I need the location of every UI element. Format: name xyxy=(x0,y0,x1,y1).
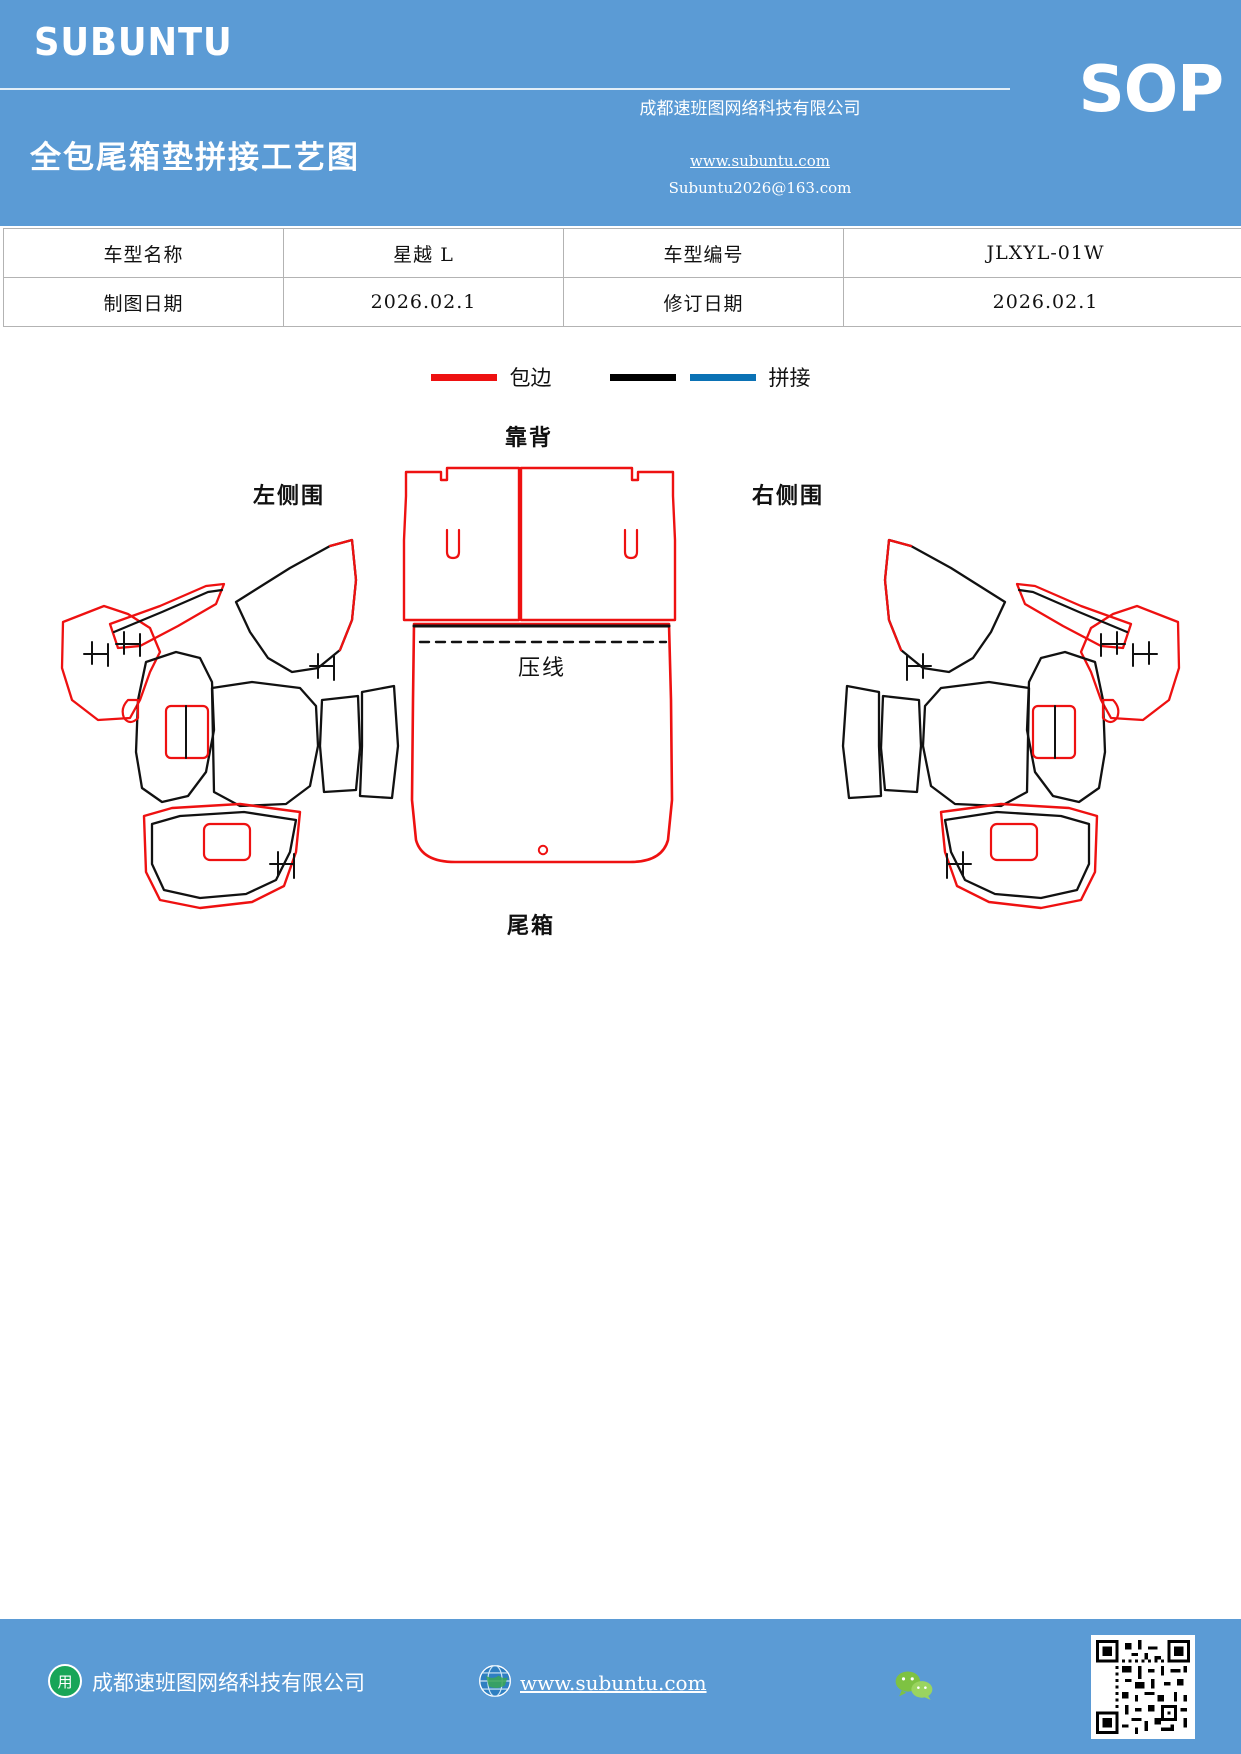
left-bracket-mark-2 xyxy=(115,631,141,657)
legend-swatch-black-icon xyxy=(609,373,676,381)
diagram-label-backrest: 靠背 xyxy=(505,425,554,451)
right-trapezoid-1 xyxy=(879,694,923,794)
right-lower-panel-inner xyxy=(943,810,1091,900)
left-side-assembly xyxy=(60,538,400,910)
trunk-mat-outline xyxy=(410,622,674,864)
left-small-tab xyxy=(121,698,140,724)
right-small-tab xyxy=(1101,698,1120,724)
qr-code xyxy=(1091,1635,1195,1739)
right-bracket-mark-4 xyxy=(946,851,972,879)
globe-icon xyxy=(479,1665,511,1697)
left-mid-panel xyxy=(210,680,320,808)
left-outer-panel xyxy=(60,604,162,722)
wechat-icon xyxy=(895,1671,933,1700)
revision-date-label: 修订日期 xyxy=(563,277,844,327)
legend-item-binding: 包边 xyxy=(430,362,552,392)
brand-logo: SUBUNTU xyxy=(34,20,233,64)
right-bracket-mark-1 xyxy=(1132,641,1158,667)
left-upper-strip-trim xyxy=(112,588,224,634)
legend-label-splice: 拼接 xyxy=(768,366,811,390)
right-curved-panel-a-edge xyxy=(883,538,913,652)
right-upper-strip xyxy=(1015,582,1133,650)
page-footer: 用 成都速班图网络科技有限公司 www.subuntu.com xyxy=(0,1619,1241,1754)
model-code-value: JLXYL-01W xyxy=(843,228,1241,278)
backrest-buckle-right xyxy=(623,528,639,560)
right-lower-panel xyxy=(939,802,1099,910)
technical-drawing: 靠背 左侧围 右侧围 压线 尾箱 xyxy=(0,400,1241,980)
legend-item-splice: 拼接 xyxy=(609,362,811,392)
model-name-label: 车型名称 xyxy=(3,228,284,278)
page-header: SUBUNTU 成都速班图网络科技有限公司 全包尾箱垫拼接工艺图 SOP www… xyxy=(0,0,1241,226)
right-inner-band xyxy=(1025,650,1107,804)
vehicle-info-table: 车型名称 星越 L 车型编号 JLXYL-01W 制图日期 2026.02.1 … xyxy=(3,228,1241,327)
model-name-value: 星越 L xyxy=(283,228,564,278)
diagram-label-left-side: 左侧围 xyxy=(253,483,326,509)
left-inner-band xyxy=(134,650,216,804)
right-lower-detail-square xyxy=(989,822,1039,862)
legend-swatch-blue-icon xyxy=(689,373,756,381)
legend-label-binding: 包边 xyxy=(509,366,552,390)
footer-website-link[interactable]: www.subuntu.com xyxy=(520,1671,707,1695)
legend-swatch-red-icon xyxy=(430,373,497,381)
backrest-buckle-left xyxy=(445,528,461,560)
footer-company-name: 成都速班图网络科技有限公司 xyxy=(92,1671,365,1695)
draw-date-value: 2026.02.1 xyxy=(283,277,564,327)
diagram-label-right-side: 右侧围 xyxy=(752,483,825,509)
left-lower-panel xyxy=(142,802,302,910)
revision-date-value: 2026.02.1 xyxy=(843,277,1241,327)
left-curved-panel-a-edge xyxy=(328,538,358,652)
left-bracket-mark-1 xyxy=(83,641,109,667)
left-lower-panel-inner xyxy=(150,810,298,900)
left-bracket-mark-4 xyxy=(269,851,295,879)
draw-date-label: 制图日期 xyxy=(3,277,284,327)
diagram-label-press-line: 压线 xyxy=(518,656,567,681)
table-row: 车型名称 星越 L 车型编号 JLXYL-01W xyxy=(3,228,1241,278)
drawing-canvas xyxy=(60,466,1181,910)
diagram-label-trunk: 尾箱 xyxy=(507,913,556,939)
right-trapezoid-2 xyxy=(841,684,883,800)
sop-badge: SOP xyxy=(1078,53,1224,127)
trunk-hole-marker xyxy=(537,844,549,856)
left-upper-strip xyxy=(108,582,226,650)
right-curved-panel-a xyxy=(883,538,1007,674)
right-upper-strip-trim xyxy=(1017,588,1129,634)
header-website-link[interactable]: www.subuntu.com xyxy=(690,152,830,170)
header-company-name: 成都速班图网络科技有限公司 xyxy=(639,99,861,119)
header-email: Subuntu2026@163.com xyxy=(668,179,852,197)
left-trapezoid-2 xyxy=(358,684,400,800)
left-curved-panel-a xyxy=(234,538,358,674)
header-divider xyxy=(0,88,1010,90)
right-mid-panel xyxy=(921,680,1031,808)
right-side-assembly xyxy=(841,538,1181,910)
legend: 包边 拼接 xyxy=(0,362,1241,392)
backrest-panel-left xyxy=(402,466,521,622)
backrest-panel-right xyxy=(519,466,677,622)
right-outer-panel xyxy=(1079,604,1181,722)
model-code-label: 车型编号 xyxy=(563,228,844,278)
left-lower-detail-square xyxy=(202,822,252,862)
company-badge-icon: 用 xyxy=(48,1664,82,1698)
right-bracket-mark-2 xyxy=(1100,631,1126,657)
left-trapezoid-1 xyxy=(318,694,362,794)
table-row: 制图日期 2026.02.1 修订日期 2026.02.1 xyxy=(3,277,1241,327)
page-title: 全包尾箱垫拼接工艺图 xyxy=(30,140,360,176)
